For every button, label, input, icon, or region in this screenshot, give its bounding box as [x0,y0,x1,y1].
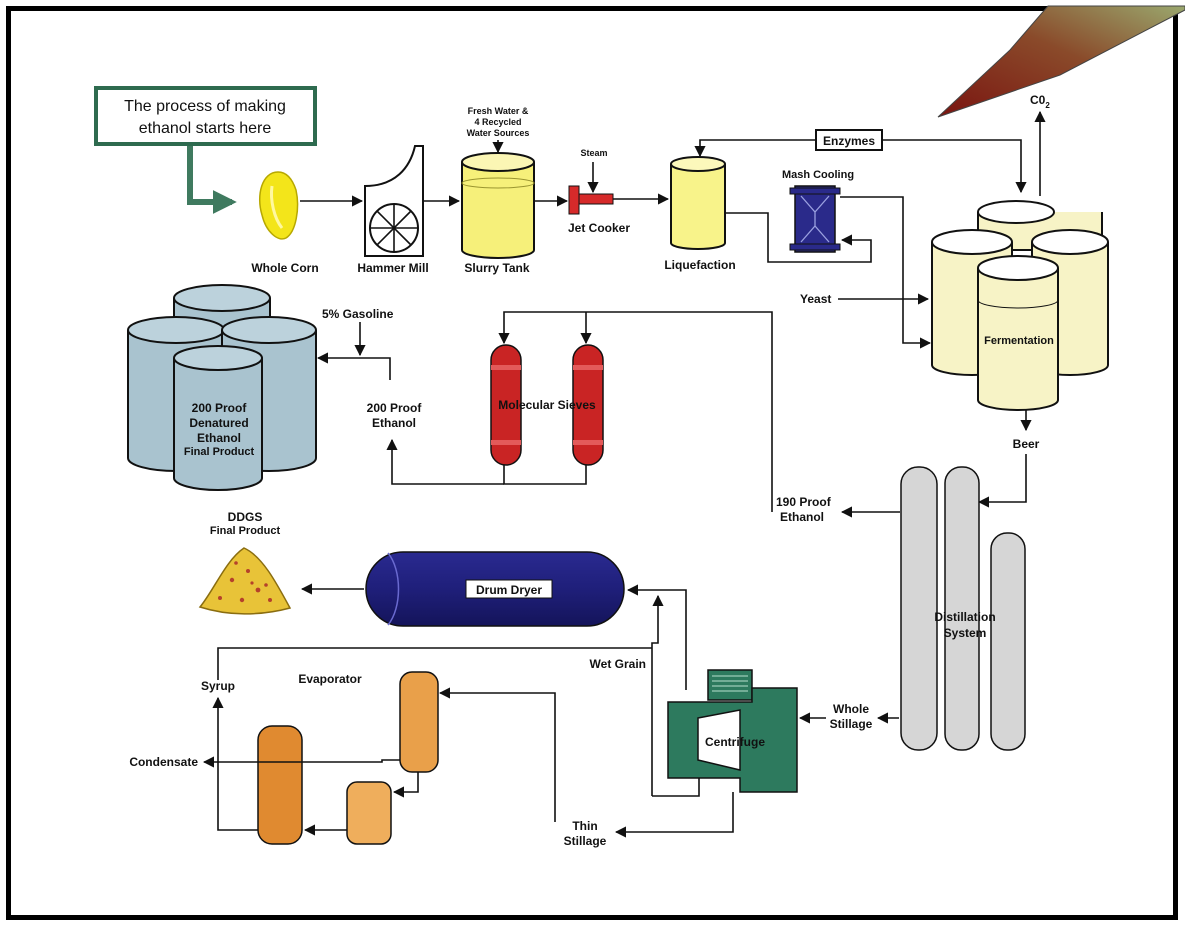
syrup-to-dryer-line [651,594,664,796]
drum-dryer-label: Drum Dryer [476,583,542,597]
denatured-label-2: Denatured [189,416,248,430]
mash-cooling-label: Mash Cooling [782,169,854,181]
liquefaction-to-mash-cooling [725,212,872,263]
ddgs-label-2: Final Product [210,525,281,537]
whole-stillage-label-2: Stillage [830,717,873,731]
proof190-to-sieve-1 [498,311,773,512]
pointer-arrow-icon [937,5,1185,118]
denatured-label-3: Ethanol [197,431,241,445]
distillation-columns [900,466,1026,751]
whole-corn-label: Whole Corn [251,261,318,275]
whole-stillage-label-1: Whole [833,702,869,716]
mash-cooling-exchanger [789,185,841,253]
proof190-label-1: 190 Proof [776,495,832,509]
thin-stillage-label-2: Stillage [564,834,607,848]
proof200-label-2: Ethanol [372,416,416,430]
denatured-label-1: 200 Proof [192,401,248,415]
steam-label: Steam [580,148,607,158]
callout-line-1: The process of making [124,98,286,115]
slurry-tank-label: Slurry Tank [464,261,529,275]
callout-line-2: ethanol starts here [139,120,272,137]
proof190-label-2: Ethanol [780,510,824,524]
distillation-label-2: System [944,626,987,640]
syrup-label: Syrup [201,679,235,693]
evaporator-label: Evaporator [298,672,362,686]
jet-cooker-label: Jet Cooker [568,221,630,235]
proof200-to-storage-arrow [316,352,391,380]
ddgs-label-1: DDGS [228,510,263,524]
condensate-label: Condensate [129,755,198,769]
denatured-label-4: Final Product [184,446,255,458]
thin-stillage-to-evaporator [438,687,556,822]
centrifuge-to-thin-stillage [614,792,734,838]
liquefaction-tank [670,156,726,250]
enzymes-label: Enzymes [823,134,875,148]
wet-grain-label: Wet Grain [590,657,646,671]
beer-label: Beer [1013,437,1040,451]
fresh-water-label-1: Fresh Water & [468,106,529,116]
syrup-line-top [217,647,652,680]
distillation-label-1: Distillation [934,610,995,624]
thin-stillage-label-1: Thin [572,819,597,833]
mash-to-fermentation [840,196,932,349]
enzymes-to-liquefaction [694,139,816,158]
ddgs-pile-icon [198,547,292,615]
callout-arrow [187,146,237,214]
storage-tanks [127,284,317,491]
jet-cooker [568,185,614,215]
drum-dryer [365,551,625,627]
evaporator-to-condensate [202,756,400,768]
beer-to-distillation-arrow [977,454,1027,508]
evaporator-to-syrup [212,696,258,831]
centrifuge [667,669,798,793]
sieves-to-proof200 [386,438,504,485]
corn-kernel-icon [258,171,299,240]
fermentation-tanks [931,200,1109,411]
centrifuge-label: Centrifuge [705,735,765,749]
evaporator-to-small-vessel [392,772,419,798]
centrifuge-bottom-line [652,778,700,797]
hammer-mill-icon [364,145,424,257]
sieves-bottom-line [503,465,587,485]
liquefaction-label: Liquefaction [664,258,735,272]
co2-label: C02 [1030,93,1050,110]
molecular-sieves-label: Molecular Sieves [498,398,596,412]
proof200-label-1: 200 Proof [367,401,423,415]
evaporator-vessels [257,671,439,845]
fresh-water-label-2: 4 Recycled [474,117,521,127]
molecular-sieves [490,344,604,466]
hammer-mill-label: Hammer Mill [357,261,428,275]
fresh-water-label-3: Water Sources [467,128,530,138]
callout-box [94,86,317,146]
wet-grain-to-dryer [626,584,687,690]
yeast-label: Yeast [800,292,831,306]
fermentation-label: Fermentation [984,335,1054,347]
enzymes-to-fermentation [882,139,1027,194]
slurry-tank [461,152,535,259]
gasoline-label: 5% Gasoline [322,307,394,321]
